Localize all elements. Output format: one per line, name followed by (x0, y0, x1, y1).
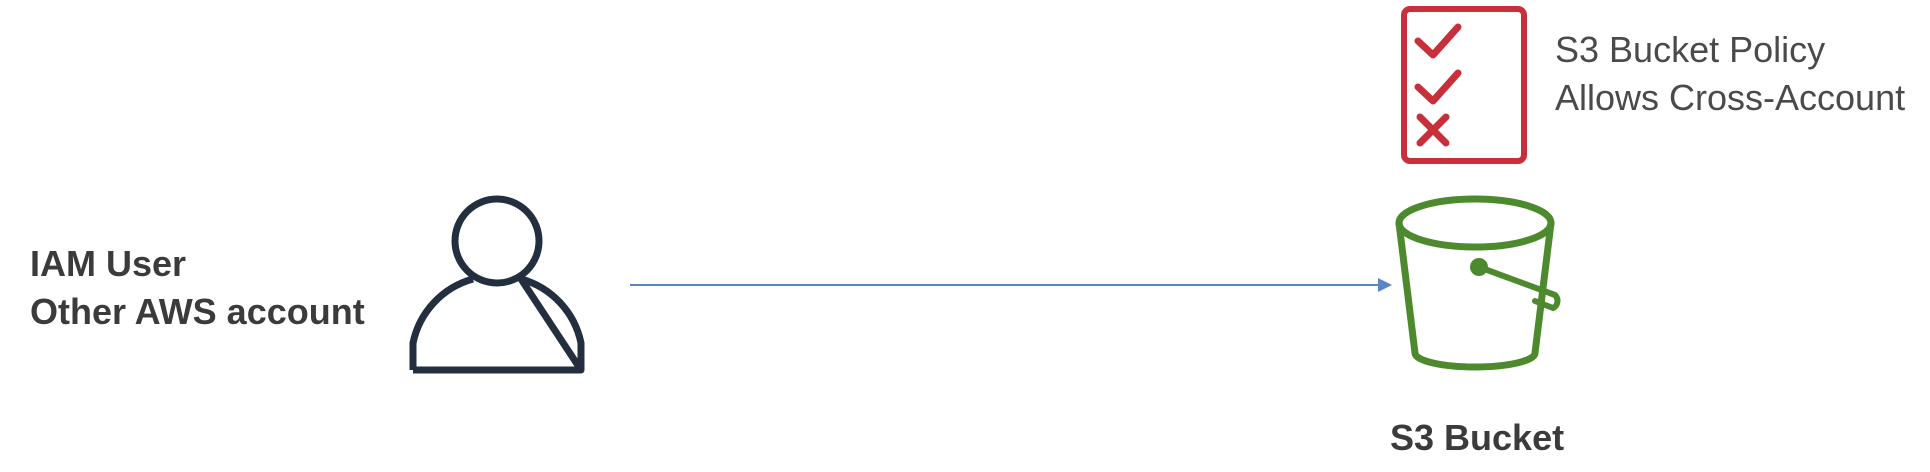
s3-bucket-icon (1395, 195, 1561, 371)
user-icon (409, 195, 585, 374)
iam-user-label-line1: IAM User (30, 243, 187, 284)
bucket-policy-label-line2: Allows Cross-Account (1555, 77, 1906, 118)
policy-checklist-icon (1401, 6, 1527, 164)
access-arrow (630, 278, 1392, 292)
bucket-policy-label-line1: S3 Bucket Policy (1555, 29, 1826, 70)
bucket-policy-label: S3 Bucket Policy Allows Cross-Account (1555, 26, 1905, 122)
iam-user-label: IAM User Other AWS account (30, 240, 365, 336)
iam-user-label-line2: Other AWS account (30, 291, 365, 332)
s3-bucket-label: S3 Bucket (1390, 417, 1565, 458)
